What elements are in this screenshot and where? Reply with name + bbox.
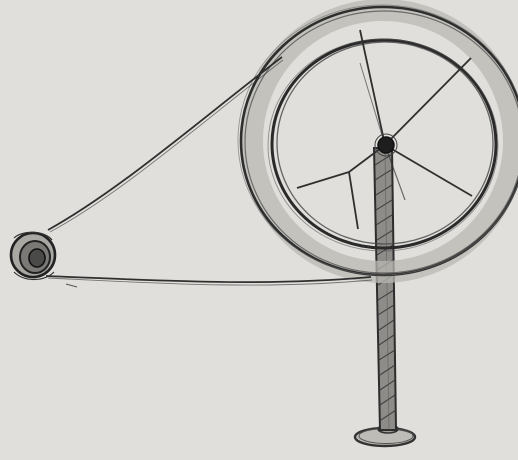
axle-hub (375, 134, 397, 156)
